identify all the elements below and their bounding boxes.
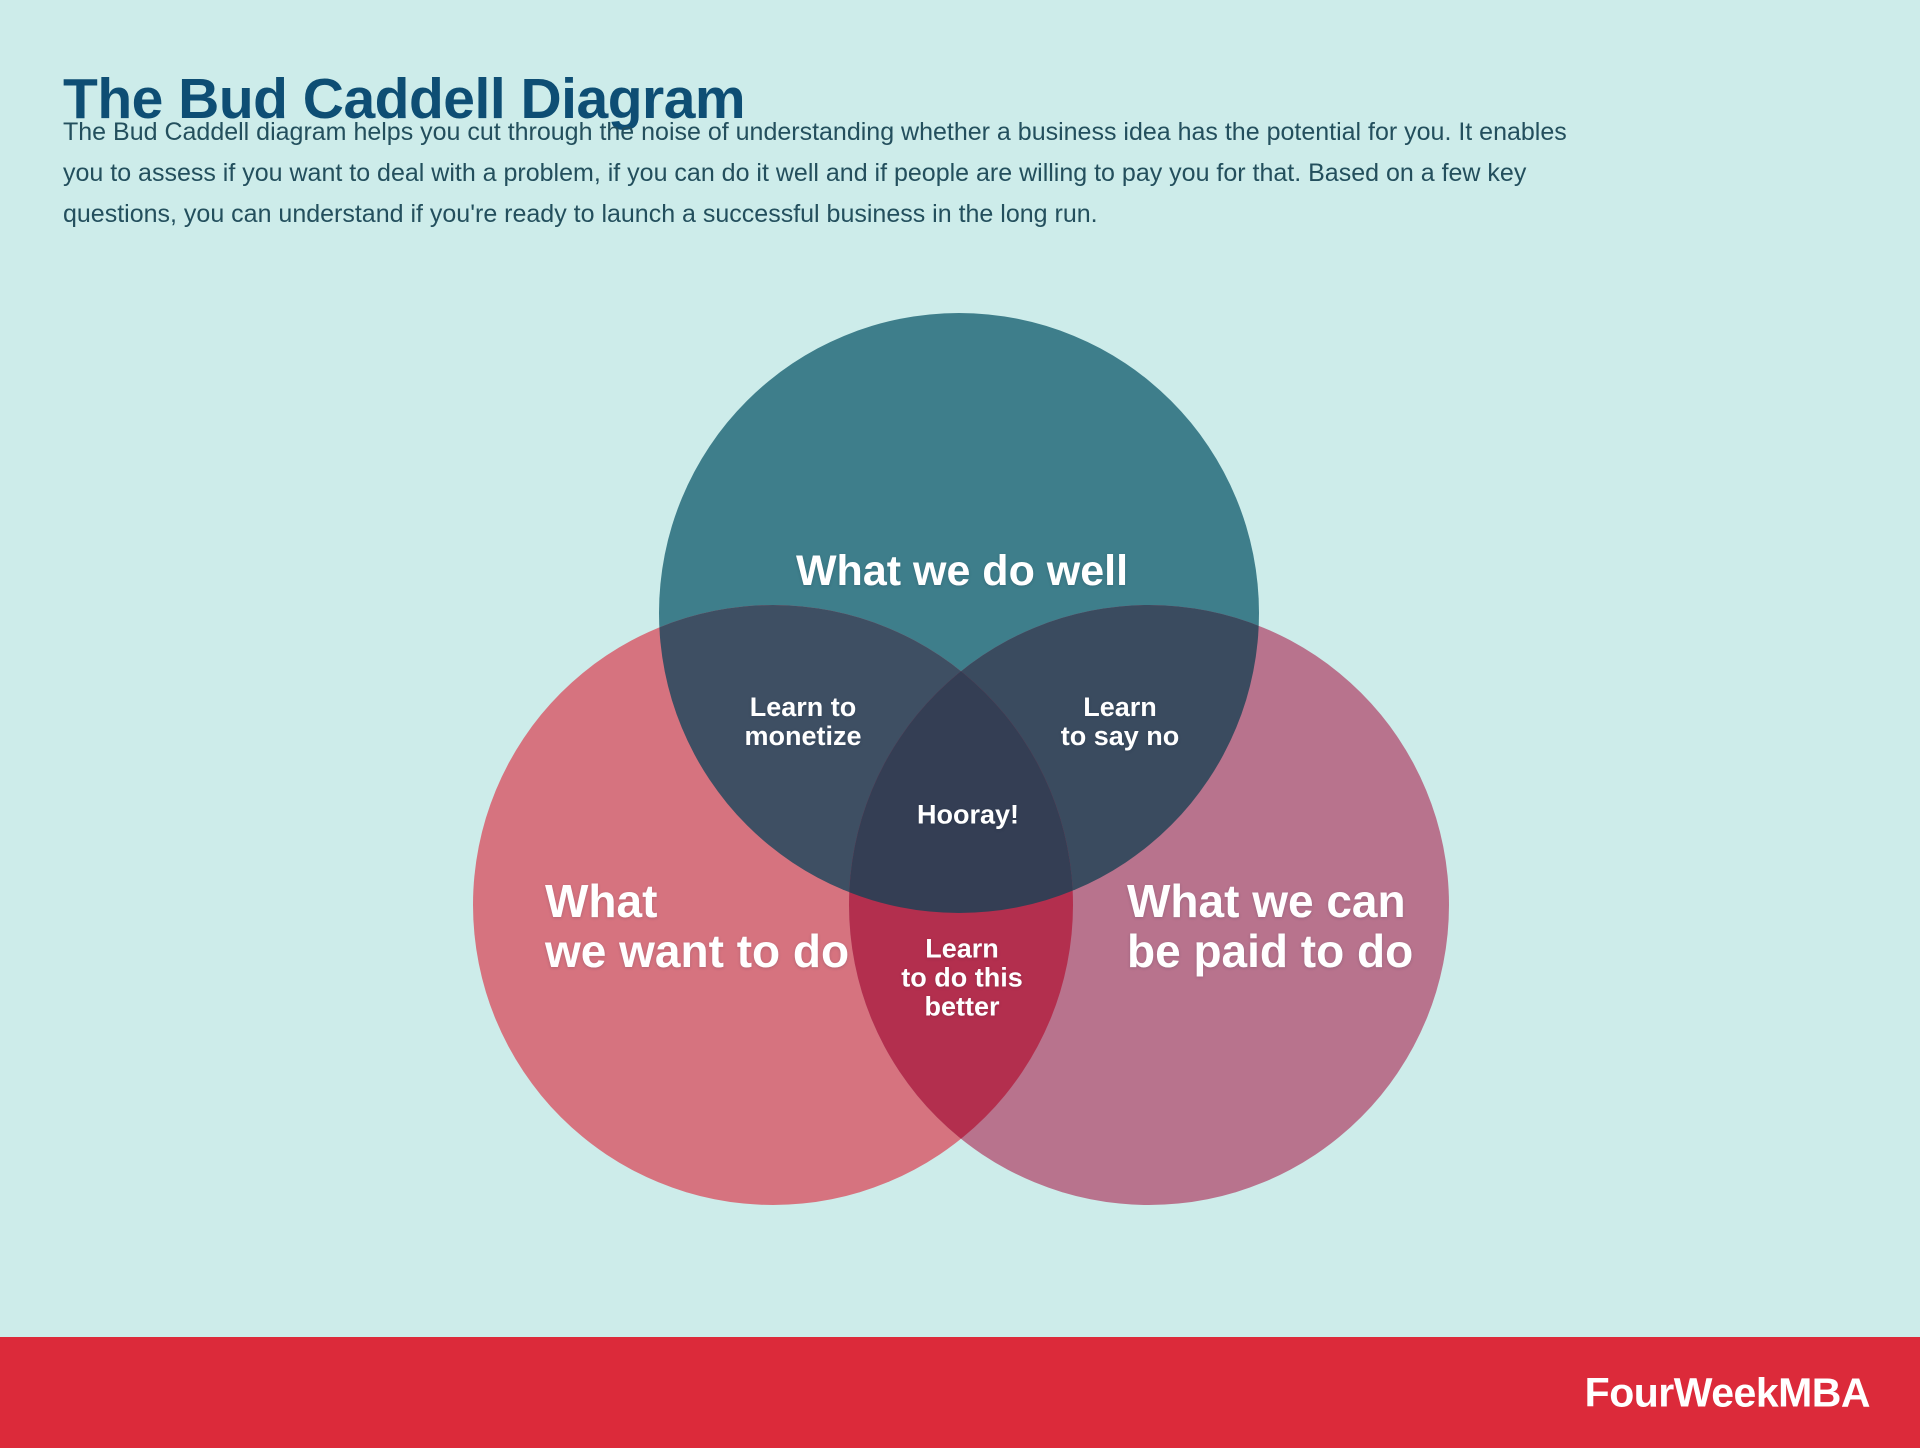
label-what-we-do-well: What we do well: [795, 547, 1129, 595]
page-description: The Bud Caddell diagram helps you cut th…: [63, 112, 1567, 235]
label-learn-to-do-this-better: Learn to do this better: [901, 933, 1023, 1022]
label-learn-to-say-no: Learn to say no: [1060, 692, 1180, 751]
venn-diagram: [473, 313, 1449, 1205]
label-what-we-can-be-paid: What we can be paid to do: [1127, 875, 1414, 977]
page-title: The Bud Caddell Diagram: [63, 67, 746, 132]
label-what-we-want-to-do: What we want to do: [545, 875, 850, 977]
page-description-line: The Bud Caddell diagram helps you cut th…: [63, 118, 1567, 146]
brand-logo: FourWeekMBA: [1584, 1369, 1871, 1415]
label-learn-to-monetize: Learn to monetize: [744, 692, 862, 751]
label-hooray: Hooray!: [916, 799, 1020, 830]
page-description-line: questions, you can understand if you're …: [63, 200, 1098, 228]
page-description-line: you to assess if you want to deal with a…: [63, 159, 1527, 187]
footer-bar: FourWeekMBA: [0, 1337, 1920, 1448]
